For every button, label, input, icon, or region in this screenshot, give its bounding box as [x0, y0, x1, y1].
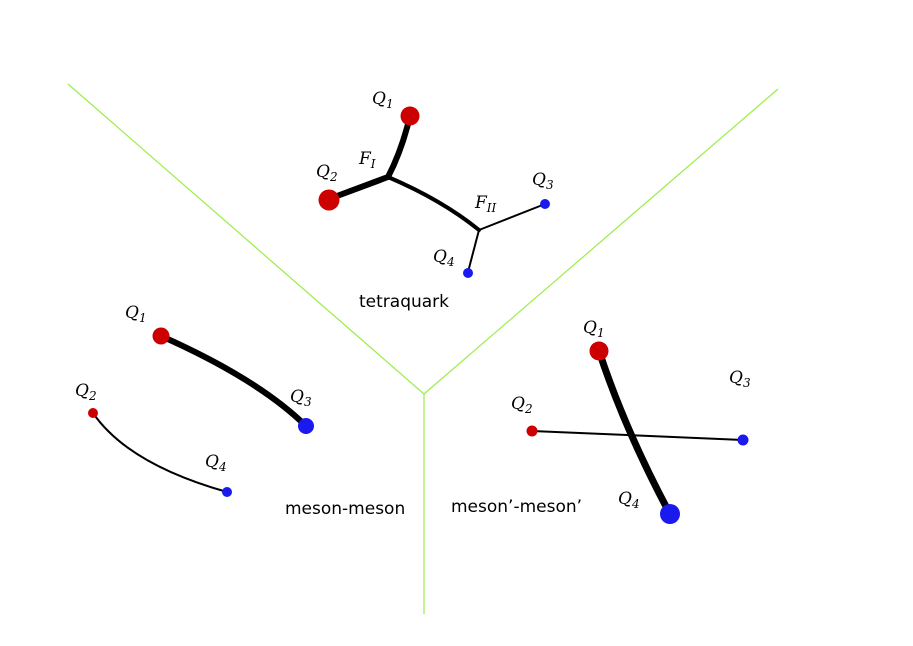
string-q1-junction-i: [385, 113, 413, 180]
divider-line-left: [67, 83, 425, 395]
quark-q1: [152, 327, 170, 345]
label-q3: Q3: [532, 170, 554, 192]
meson-prime-meson-prime-configuration: Q1 Q2 Q3 Q4 meson’-meson’: [451, 318, 751, 524]
label-q1: Q1: [583, 318, 605, 340]
quark-q2: [88, 408, 98, 418]
label-q1: Q1: [372, 89, 394, 111]
quark-q3: [298, 418, 314, 434]
region-label-tetraquark: tetraquark: [359, 292, 449, 312]
string-q1-q3: [158, 333, 309, 429]
label-q4: Q4: [618, 489, 640, 511]
tetraquark-configuration: Q1 Q2 Q3 Q4 FI FII tetraquark: [316, 89, 554, 312]
quark-q1: [400, 106, 420, 126]
string-q1-q4: [595, 347, 674, 518]
label-q3: Q3: [290, 387, 312, 409]
quark-q4: [660, 504, 680, 524]
quark-q2: [526, 425, 538, 437]
label-q2: Q2: [316, 162, 338, 184]
string-q2-junction-i: [326, 174, 391, 202]
quark-q4: [222, 487, 232, 497]
string-q2-q4: [92, 412, 228, 493]
label-junction-ii: FII: [474, 193, 497, 215]
quark-q2: [318, 189, 340, 211]
string-junction-ii-q3: [478, 203, 546, 231]
label-q2: Q2: [511, 394, 533, 416]
label-q3: Q3: [729, 368, 751, 390]
label-q4: Q4: [205, 452, 227, 474]
quark-q3: [737, 434, 749, 446]
quark-q4: [463, 268, 473, 278]
quark-q1: [589, 341, 609, 361]
region-label-meson-meson: meson-meson: [285, 499, 405, 519]
divider-line-right: [423, 88, 779, 395]
quark-q3: [540, 199, 550, 209]
string-junction-ii-q4: [467, 229, 480, 273]
string-junction-i-junction-ii: [386, 175, 481, 232]
region-label-meson-prime-meson-prime: meson’-meson’: [451, 497, 582, 517]
meson-meson-configuration: Q1 Q2 Q3 Q4 meson-meson: [75, 303, 405, 519]
label-q1: Q1: [125, 303, 147, 325]
label-junction-i: FI: [358, 149, 376, 171]
label-q4: Q4: [433, 247, 455, 269]
string-q2-q3: [531, 430, 744, 441]
label-q2: Q2: [75, 381, 97, 403]
region-dividers: [67, 83, 779, 614]
